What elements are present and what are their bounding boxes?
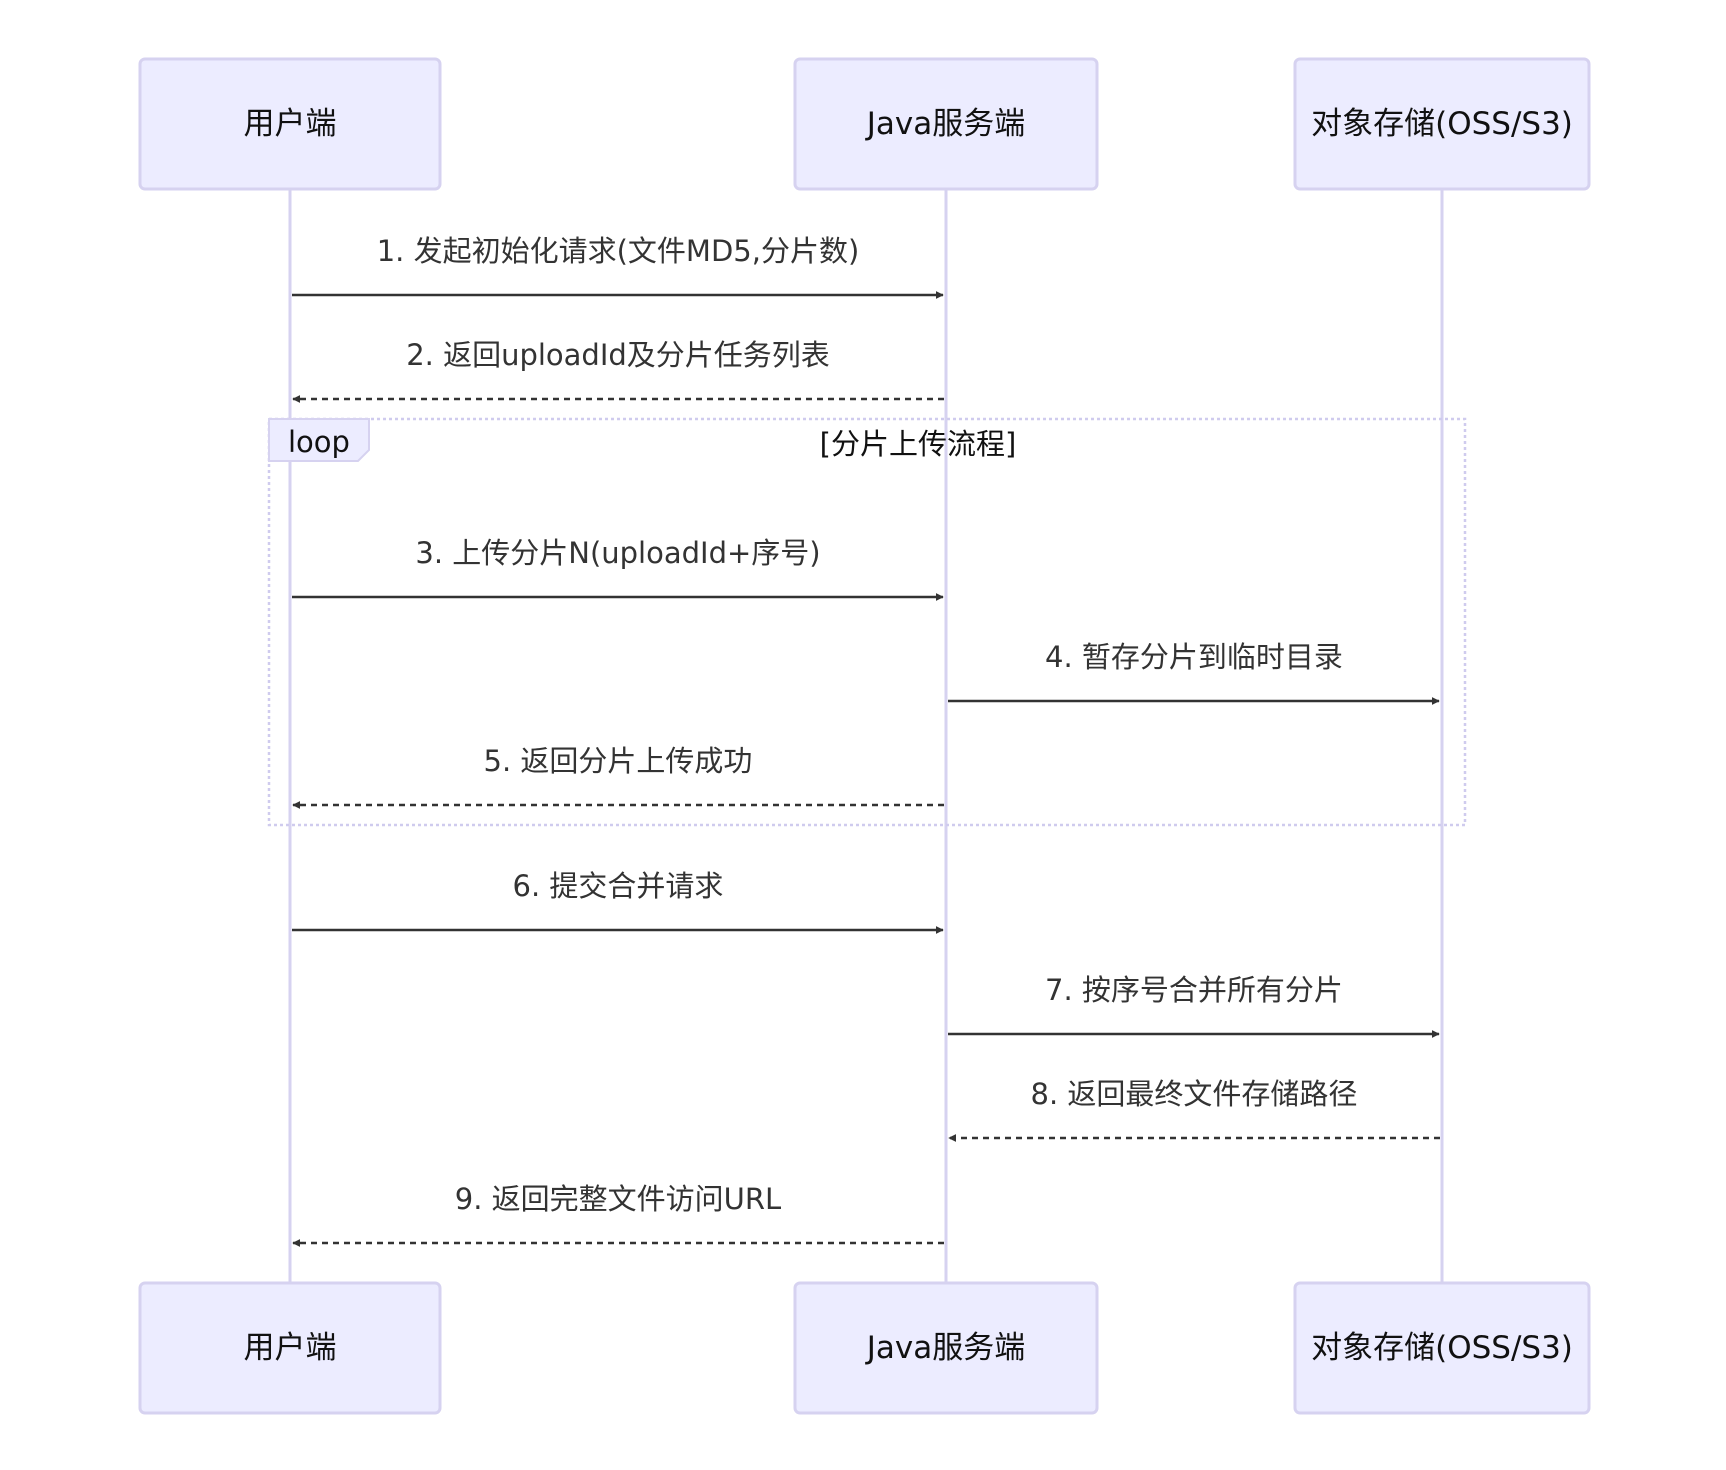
loop-keyword: loop — [288, 425, 350, 459]
loop-title: [分片上传流程] — [820, 427, 1017, 461]
actor-client-top: 用户端 — [138, 57, 442, 191]
message-3: 3. 上传分片N(uploadId+序号) — [292, 536, 944, 601]
message-label: 5. 返回分片上传成功 — [484, 744, 753, 778]
message-7: 7. 按序号合并所有分片 — [948, 973, 1440, 1038]
loop-frame — [267, 417, 1467, 827]
actor-storage-bottom: 对象存储(OSS/S3) — [1293, 1281, 1591, 1415]
actor-label: 对象存储(OSS/S3) — [1311, 1330, 1573, 1366]
message-5: 5. 返回分片上传成功 — [292, 744, 944, 809]
actor-box — [1293, 1281, 1591, 1415]
message-6: 6. 提交合并请求 — [292, 869, 944, 934]
message-label: 7. 按序号合并所有分片 — [1045, 973, 1343, 1007]
message-2: 2. 返回uploadId及分片任务列表 — [292, 338, 944, 403]
message-label: 3. 上传分片N(uploadId+序号) — [415, 536, 820, 570]
actor-label: Java服务端 — [865, 1330, 1025, 1366]
loop-label-box — [268, 418, 370, 462]
message-label: 4. 暂存分片到临时目录 — [1045, 640, 1343, 674]
actor-label: Java服务端 — [865, 106, 1025, 142]
message-label: 8. 返回最终文件存储路径 — [1031, 1077, 1358, 1111]
actor-server-top: Java服务端 — [793, 57, 1099, 191]
message-label: 9. 返回完整文件访问URL — [455, 1182, 781, 1216]
message-label: 1. 发起初始化请求(文件MD5,分片数) — [377, 234, 860, 268]
actor-box — [793, 57, 1099, 191]
actor-box — [793, 1281, 1099, 1415]
message-8: 8. 返回最终文件存储路径 — [948, 1077, 1440, 1142]
actor-client-bottom: 用户端 — [138, 1281, 442, 1415]
actor-box — [138, 57, 442, 191]
actor-box — [1293, 57, 1591, 191]
actor-label: 用户端 — [244, 1330, 337, 1366]
message-label: 6. 提交合并请求 — [513, 869, 724, 903]
message-9: 9. 返回完整文件访问URL — [292, 1182, 944, 1247]
actor-label: 对象存储(OSS/S3) — [1311, 106, 1573, 142]
message-1: 1. 发起初始化请求(文件MD5,分片数) — [292, 234, 944, 299]
actor-label: 用户端 — [244, 106, 337, 142]
actor-storage-top: 对象存储(OSS/S3) — [1293, 57, 1591, 191]
message-4: 4. 暂存分片到临时目录 — [948, 640, 1440, 705]
actor-server-bottom: Java服务端 — [793, 1281, 1099, 1415]
actor-box — [138, 1281, 442, 1415]
message-label: 2. 返回uploadId及分片任务列表 — [406, 338, 830, 372]
